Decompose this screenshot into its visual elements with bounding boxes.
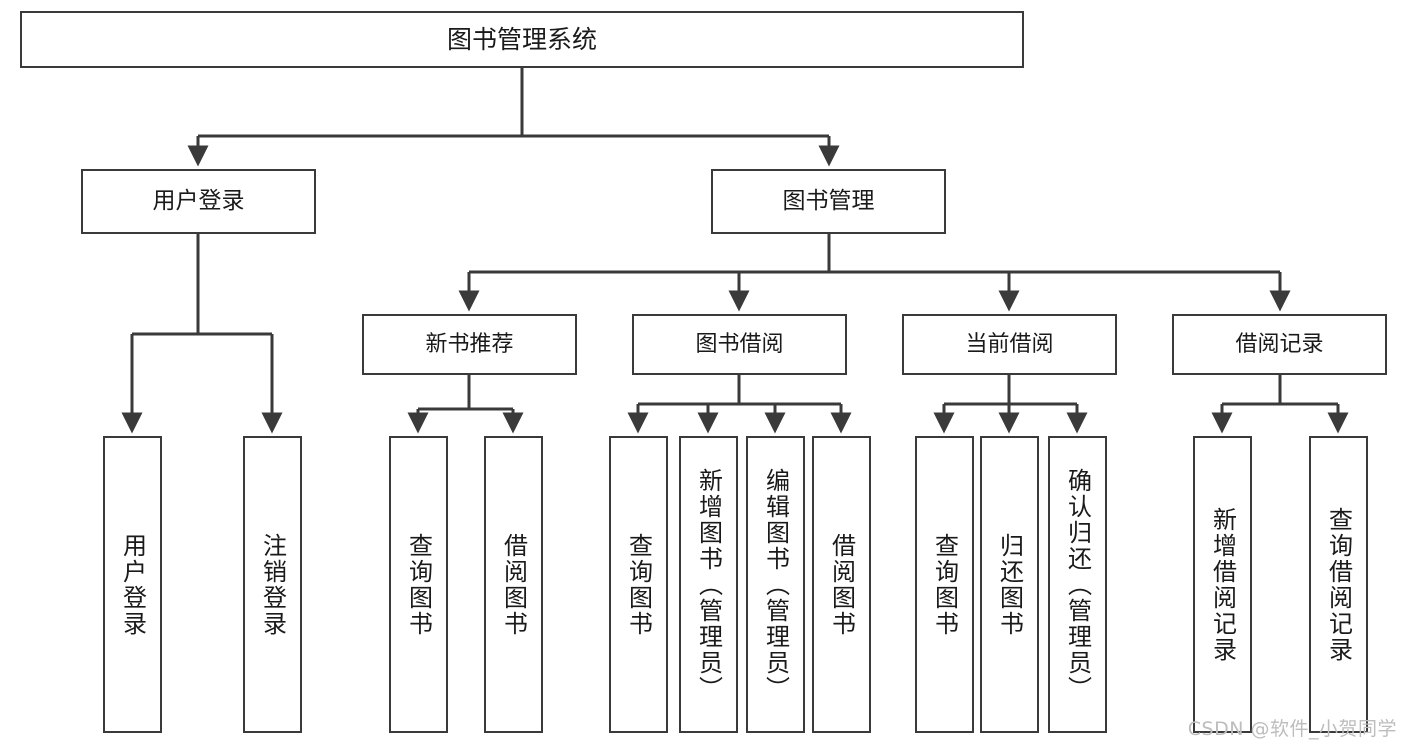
node-label: 借阅图书 (827, 532, 856, 637)
node-leaf-logout[interactable]: 注销登录 (243, 436, 302, 733)
node-label: 查询图书 (404, 532, 433, 637)
node-leaf-query-book-current[interactable]: 查询图书 (915, 436, 974, 733)
node-leaf-query-borrow-record[interactable]: 查询借阅记录 (1309, 436, 1368, 733)
node-label: 查询借阅记录 (1324, 506, 1353, 663)
node-user-login[interactable]: 用户登录 (81, 169, 316, 234)
node-leaf-edit-book-admin[interactable]: 编辑图书（管理员） (746, 436, 805, 733)
node-leaf-query-book[interactable]: 查询图书 (609, 436, 668, 733)
node-label: 编辑图书（管理员） (761, 467, 790, 702)
node-label: 新书推荐 (425, 331, 514, 357)
node-label: 借阅记录 (1235, 331, 1324, 357)
node-leaf-query-book-recommend[interactable]: 查询图书 (389, 436, 448, 733)
node-book-borrowing[interactable]: 图书借阅 (632, 314, 847, 375)
node-label: 用户登录 (152, 187, 245, 214)
node-book-management[interactable]: 图书管理 (711, 169, 946, 234)
node-label: 注销登录 (258, 532, 287, 637)
node-leaf-confirm-return-admin[interactable]: 确认归还（管理员） (1048, 436, 1107, 733)
node-leaf-borrow-book-recommend[interactable]: 借阅图书 (484, 436, 543, 733)
node-label: 查询图书 (624, 532, 653, 637)
node-current-borrowing[interactable]: 当前借阅 (902, 314, 1117, 375)
node-new-book-recommendation[interactable]: 新书推荐 (362, 314, 577, 375)
node-leaf-borrow-book[interactable]: 借阅图书 (812, 436, 871, 733)
node-label: 当前借阅 (965, 331, 1054, 357)
node-label: 新增借阅记录 (1208, 506, 1237, 663)
node-label: 图书管理系统 (446, 24, 597, 54)
node-label: 用户登录 (118, 532, 147, 637)
node-borrowing-record[interactable]: 借阅记录 (1172, 314, 1387, 375)
node-label: 归还图书 (995, 532, 1024, 637)
watermark-csdn: CSDN @软件_小贺同学 (1187, 718, 1397, 740)
node-label: 借阅图书 (499, 532, 528, 637)
node-label: 确认归还（管理员） (1063, 467, 1092, 702)
node-label: 新增图书（管理员） (694, 467, 723, 702)
node-label: 查询图书 (930, 532, 959, 637)
node-label: 图书借阅 (695, 331, 784, 357)
node-root-book-management-system[interactable]: 图书管理系统 (20, 11, 1024, 68)
node-label: 图书管理 (782, 187, 875, 214)
node-leaf-return-book[interactable]: 归还图书 (980, 436, 1039, 733)
node-leaf-user-login[interactable]: 用户登录 (103, 436, 162, 733)
node-leaf-add-book-admin[interactable]: 新增图书（管理员） (679, 436, 738, 733)
node-leaf-add-borrow-record[interactable]: 新增借阅记录 (1193, 436, 1252, 733)
